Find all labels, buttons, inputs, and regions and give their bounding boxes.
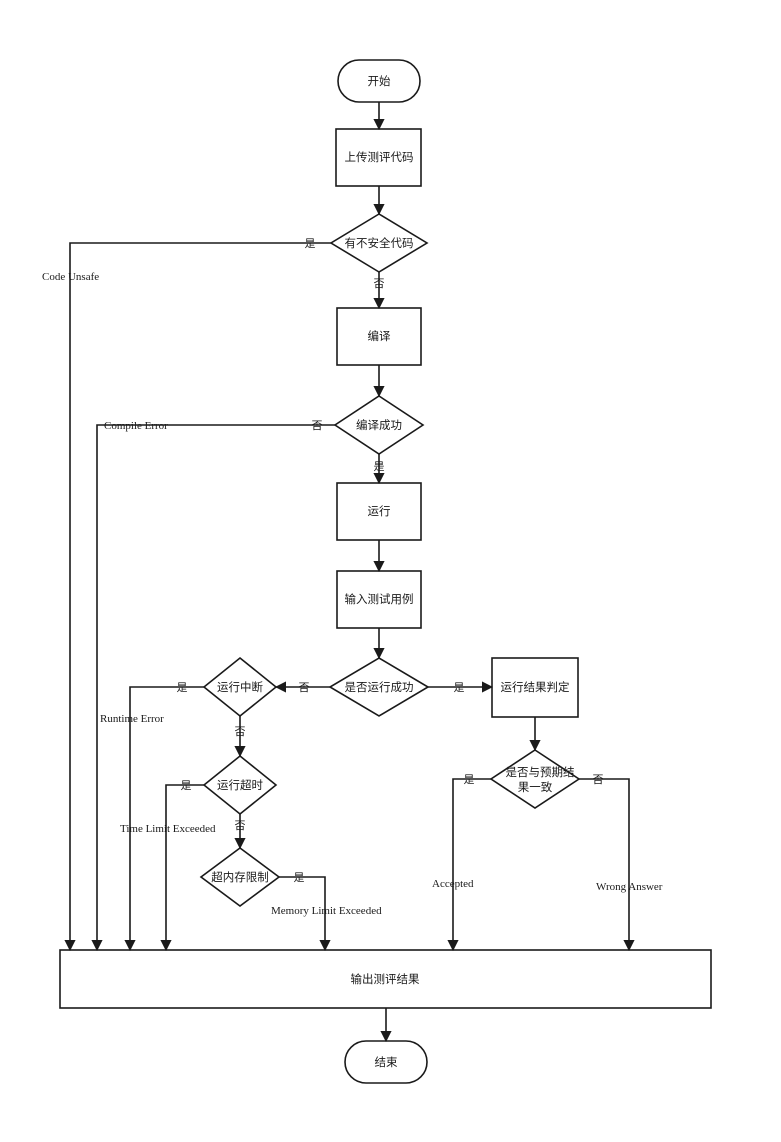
memory-limit-node: 超内存限制: [199, 847, 281, 907]
runtime-error-label: Runtime Error: [100, 713, 164, 725]
judge-node: 运行结果判定: [491, 657, 579, 718]
edge-code-unsafe: [64, 242, 331, 952]
edge-memory-limit: [279, 876, 331, 952]
unsafe-no-label: 否: [374, 277, 385, 290]
unsafe-check-label: 有不安全代码: [345, 236, 414, 250]
match-expected-label-line1: 是否与预期结: [506, 765, 575, 779]
run-timeout-label: 运行超时: [217, 778, 263, 792]
runok-yes-label: 是: [454, 681, 465, 694]
input-tests-node: 输入测试用例: [336, 570, 422, 629]
memory-limit-label: 超内存限制: [211, 870, 269, 884]
compile-ok-node: 编译成功: [333, 395, 425, 455]
edge-time-limit: [160, 784, 204, 952]
unsafe-yes-label: 是: [305, 237, 316, 250]
compileok-yes-label: 是: [374, 460, 385, 473]
input-tests-label: 输入测试用例: [345, 592, 414, 606]
run-interrupted-label: 运行中断: [217, 680, 263, 694]
edge-compile-error: [91, 424, 335, 952]
match-expected-label-line2: 果一致: [518, 780, 553, 794]
interrupted-no-label: 否: [235, 725, 246, 738]
timeout-no-label: 否: [235, 819, 246, 832]
unsafe-check-node: 有不安全代码: [329, 213, 429, 273]
run-ok-node: 是否运行成功: [328, 657, 430, 717]
accepted-label: Accepted: [432, 878, 474, 890]
timeout-yes-label: 是: [181, 779, 192, 792]
judge-label: 运行结果判定: [501, 680, 570, 694]
compile-label: 编译: [368, 329, 391, 343]
upload-label: 上传测评代码: [345, 150, 414, 164]
run-label: 运行: [368, 504, 391, 518]
edge-runtime-error: [124, 686, 204, 952]
start-node: 开始: [337, 59, 421, 103]
edge-accepted: [447, 778, 491, 952]
end-node: 结束: [344, 1040, 428, 1084]
memory-limit-result-label: Memory Limit Exceeded: [271, 905, 382, 917]
interrupted-yes-label: 是: [177, 681, 188, 694]
compile-error-label: Compile Error: [104, 420, 168, 432]
output-node: 输出测评结果: [59, 949, 712, 1009]
memory-yes-label: 是: [294, 871, 305, 884]
upload-node: 上传测评代码: [335, 128, 422, 187]
run-timeout-node: 运行超时: [202, 754, 278, 816]
match-expected-node: 是否与预期结 果一致: [489, 749, 581, 809]
start-label: 开始: [368, 74, 391, 88]
compileok-no-label: 否: [312, 419, 323, 432]
time-limit-label: Time Limit Exceeded: [120, 823, 216, 835]
code-unsafe-label: Code Unsafe: [42, 271, 99, 283]
output-label: 输出测评结果: [351, 972, 420, 986]
runok-no-label: 否: [299, 681, 310, 694]
wrong-answer-label: Wrong Answer: [596, 881, 663, 893]
run-interrupted-node: 运行中断: [202, 656, 278, 718]
run-node: 运行: [336, 482, 422, 541]
match-no-label: 否: [593, 773, 604, 786]
match-yes-label: 是: [464, 773, 475, 786]
compile-node: 编译: [336, 307, 422, 366]
run-ok-label: 是否运行成功: [345, 680, 414, 694]
end-label: 结束: [375, 1055, 398, 1069]
compile-ok-label: 编译成功: [356, 418, 402, 432]
edge-wrong-answer: [579, 778, 635, 952]
